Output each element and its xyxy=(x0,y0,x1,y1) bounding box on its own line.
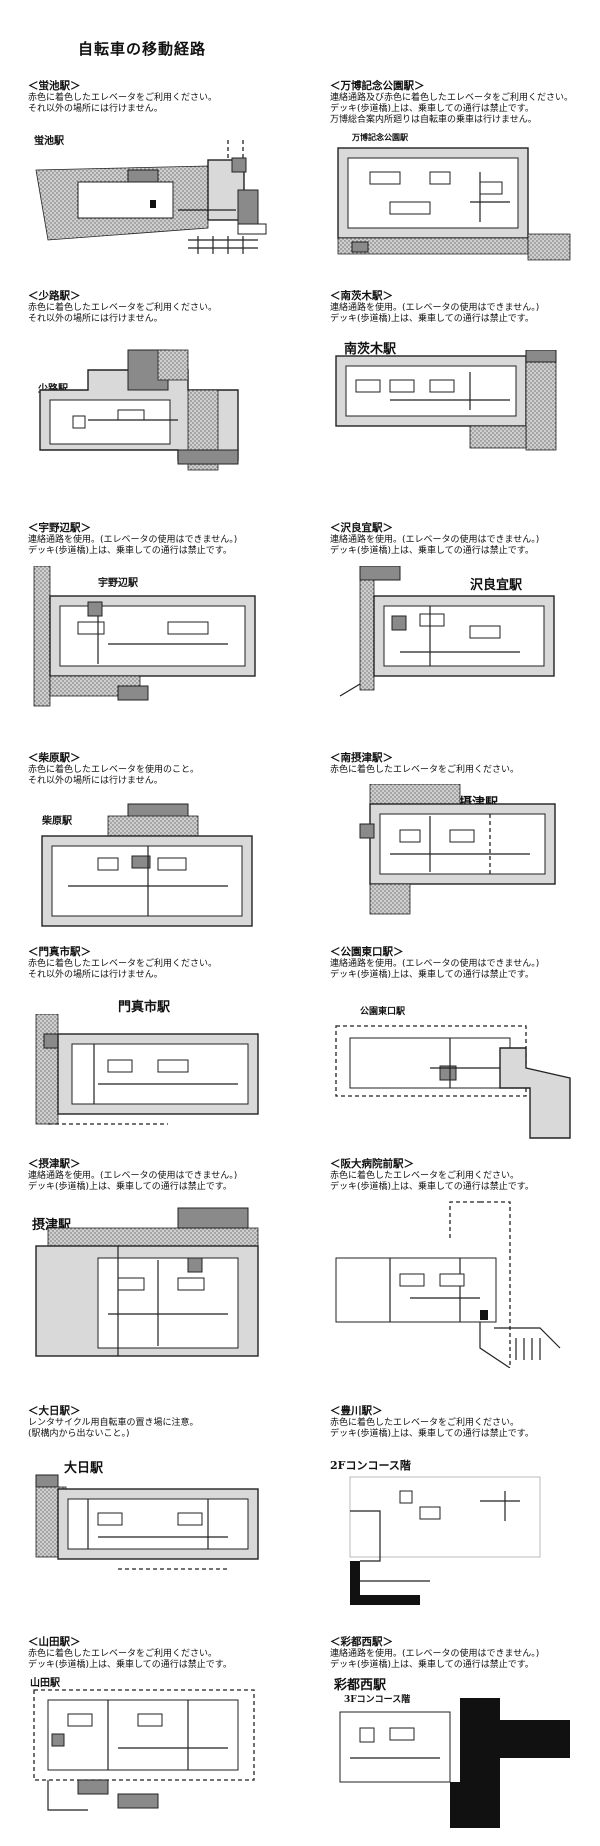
station-note: 連絡通路を使用。(エレベータの使用はできません。) xyxy=(330,1649,540,1659)
station-note: 赤色に着色したエレベータをご利用ください。 xyxy=(28,1649,218,1659)
station-map-label: 門真市駅 xyxy=(118,1000,171,1015)
station-map xyxy=(35,1474,259,1570)
station-section-koen-higashiguchi: ＜公園東口駅＞ 連絡通路を使用。(エレベータの使用はできません。) デッキ(歩道… xyxy=(330,946,590,1156)
station-map-label: 柴原駅 xyxy=(42,816,72,827)
station-map xyxy=(335,350,557,451)
station-note: それ以外の場所には行けません。 xyxy=(28,104,163,114)
station-map xyxy=(41,803,253,927)
station-note: デッキ(歩道橋)上は、乗車しての通行は禁止です。 xyxy=(28,1660,232,1670)
station-map xyxy=(349,1476,541,1605)
station-section-dainichi: ＜大日駅＞ レンタサイクル用自転車の置き場に注意。 (駅構内から出ないこと。) … xyxy=(28,1405,288,1615)
station-note: 赤色に着色したエレベータをご利用ください。 xyxy=(28,959,218,969)
station-section-shibahara: ＜柴原駅＞ 赤色に着色したエレベータを使用のこと。 それ以外の場所には行けません… xyxy=(28,752,288,962)
station-map xyxy=(337,147,571,261)
station-note: 赤色に着色したエレベータを使用のこと。 xyxy=(28,765,200,775)
station-section-yamada: ＜山田駅＞ 赤色に着色したエレベータをご利用ください。 デッキ(歩道橋)上は、乗… xyxy=(28,1636,288,1846)
station-heading: ＜少路駅＞ xyxy=(28,290,81,302)
station-map xyxy=(335,1025,571,1139)
station-section-shoji: ＜少路駅＞ 赤色に着色したエレベータをご利用ください。 それ以外の場所には行けま… xyxy=(28,290,288,500)
station-note: それ以外の場所には行けません。 xyxy=(28,314,163,324)
station-note: 赤色に着色したエレベータをご利用ください。 xyxy=(28,303,218,313)
station-map-label: 蛍池駅 xyxy=(34,136,64,147)
station-note: 赤色に着色したエレベータをご利用ください。 xyxy=(28,93,218,103)
station-heading: ＜蛍池駅＞ xyxy=(28,80,81,92)
station-note: デッキ(歩道橋)上は、乗車しての通行は禁止です。 xyxy=(28,1182,232,1192)
station-note: デッキ(歩道橋)上は、乗車しての通行は禁止です。 xyxy=(330,1182,534,1192)
station-note: (駅構内から出ないこと。) xyxy=(28,1429,130,1439)
station-note: デッキ(歩道橋)上は、乗車しての通行は禁止です。 xyxy=(330,1429,534,1439)
station-heading: ＜彩都西駅＞ xyxy=(330,1636,393,1648)
concourse-label: 3Fコンコース階 xyxy=(344,1695,411,1705)
station-section-sawaragi: ＜沢良宜駅＞ 連絡通路を使用。(エレベータの使用はできません。) デッキ(歩道橋… xyxy=(330,522,590,732)
station-note: レンタサイクル用自転車の置き場に注意。 xyxy=(28,1418,199,1428)
station-note: 赤色に着色したエレベータをご利用ください。 xyxy=(330,1418,520,1428)
station-note: デッキ(歩道橋)上は、乗車しての通行は禁止です。 xyxy=(330,970,534,980)
station-heading: ＜摂津駅＞ xyxy=(28,1158,81,1170)
station-heading: ＜万博記念公園駅＞ xyxy=(330,80,425,92)
station-map xyxy=(35,1014,259,1125)
station-section-settsu: ＜摂津駅＞ 連絡通路を使用。(エレベータの使用はできません。) デッキ(歩道橋)… xyxy=(28,1158,288,1368)
station-section-kadomashi: ＜門真市駅＞ 赤色に着色したエレベータをご利用ください。 それ以外の場所には行け… xyxy=(28,946,288,1156)
station-heading: ＜阪大病院前駅＞ xyxy=(330,1158,414,1170)
station-heading: ＜柴原駅＞ xyxy=(28,752,81,764)
station-map-label: 万博記念公園駅 xyxy=(352,132,408,142)
station-map xyxy=(35,140,267,254)
station-heading: ＜大日駅＞ xyxy=(28,1405,81,1417)
station-map-label: 南茨木駅 xyxy=(344,342,397,357)
station-heading: ＜南茨木駅＞ xyxy=(330,290,393,302)
station-heading: ＜宇野辺駅＞ xyxy=(28,522,91,534)
station-map-label: 彩都西駅 xyxy=(334,1678,387,1693)
station-note: デッキ(歩道橋)上は、乗車しての通行は禁止です。 xyxy=(330,546,534,556)
station-note: 連絡通路を使用。(エレベータの使用はできません。) xyxy=(330,535,540,545)
station-map-label: 大日駅 xyxy=(64,1461,104,1476)
station-map-label: 沢良宜駅 xyxy=(470,578,523,593)
station-map xyxy=(359,784,556,915)
station-note: 赤色に着色したエレベータをご利用ください。 xyxy=(330,1171,520,1181)
station-map xyxy=(335,1201,561,1368)
station-note: 連絡通路及び赤色に着色したエレベータをご利用ください。 xyxy=(330,93,574,103)
station-heading: ＜南摂津駅＞ xyxy=(330,752,393,764)
station-heading: ＜門真市駅＞ xyxy=(28,946,91,958)
station-note: 連絡通路を使用。(エレベータの使用はできません。) xyxy=(28,1171,238,1181)
station-section-handai-byoin-mae: ＜阪大病院前駅＞ 赤色に着色したエレベータをご利用ください。 デッキ(歩道橋)上… xyxy=(330,1158,590,1368)
station-map-label: 山田駅 xyxy=(30,1678,60,1689)
station-note: デッキ(歩道橋)上は、乗車しての通行は禁止です。 xyxy=(330,104,534,114)
station-section-hotarugaike: ＜蛍池駅＞ 赤色に着色したエレベータをご利用ください。 それ以外の場所には行けま… xyxy=(28,80,288,290)
station-map xyxy=(33,1689,255,1811)
station-heading: ＜沢良宜駅＞ xyxy=(330,522,393,534)
station-map xyxy=(39,349,239,471)
station-note: 連絡通路を使用。(エレベータの使用はできません。) xyxy=(330,959,540,969)
station-note: 連絡通路を使用。(エレベータの使用はできません。) xyxy=(330,303,540,313)
station-section-unobe: ＜宇野辺駅＞ 連絡通路を使用。(エレベータの使用はできません。) デッキ(歩道橋… xyxy=(28,522,288,732)
station-map xyxy=(339,1698,570,1828)
station-note: 連絡通路を使用。(エレベータの使用はできません。) xyxy=(28,535,238,545)
station-section-minami-ibaraki: ＜南茨木駅＞ 連絡通路を使用。(エレベータの使用はできません。) デッキ(歩道橋… xyxy=(330,290,590,500)
station-note: デッキ(歩道橋)上は、乗車しての通行は禁止です。 xyxy=(330,1660,534,1670)
station-note: 万博総合案内所廻りは自転車の乗車は行けません。 xyxy=(330,115,537,125)
station-section-saito-nishi: ＜彩都西駅＞ 連絡通路を使用。(エレベータの使用はできません。) デッキ(歩道橋… xyxy=(330,1636,590,1846)
station-section-toyokawa: ＜豊川駅＞ 赤色に着色したエレベータをご利用ください。 デッキ(歩道橋)上は、乗… xyxy=(330,1405,590,1615)
station-heading: ＜公園東口駅＞ xyxy=(330,946,404,958)
station-map xyxy=(33,566,256,707)
station-heading: ＜山田駅＞ xyxy=(28,1636,81,1648)
station-map-label: 公園東口駅 xyxy=(360,1007,406,1017)
station-map-label: 宇野辺駅 xyxy=(98,578,138,589)
station-note: 赤色に着色したエレベータをご利用ください。 xyxy=(330,765,520,775)
station-note: それ以外の場所には行けません。 xyxy=(28,776,163,786)
station-map xyxy=(35,1207,259,1357)
station-note: それ以外の場所には行けません。 xyxy=(28,970,163,980)
station-heading: ＜豊川駅＞ xyxy=(330,1405,383,1417)
station-map xyxy=(339,566,555,697)
station-section-banpaku-kinen-koen: ＜万博記念公園駅＞ 連絡通路及び赤色に着色したエレベータをご利用ください。 デッ… xyxy=(330,80,590,290)
station-note: デッキ(歩道橋)上は、乗車しての通行は禁止です。 xyxy=(330,314,534,324)
station-note: デッキ(歩道橋)上は、乗車しての通行は禁止です。 xyxy=(28,546,232,556)
station-section-minami-settsu: ＜南摂津駅＞ 赤色に着色したエレベータをご利用ください。 南摂津駅 xyxy=(330,752,590,962)
page-title: 自転車の移動経路 xyxy=(78,40,207,58)
station-map-label: 2Fコンコース階 xyxy=(330,1459,411,1472)
